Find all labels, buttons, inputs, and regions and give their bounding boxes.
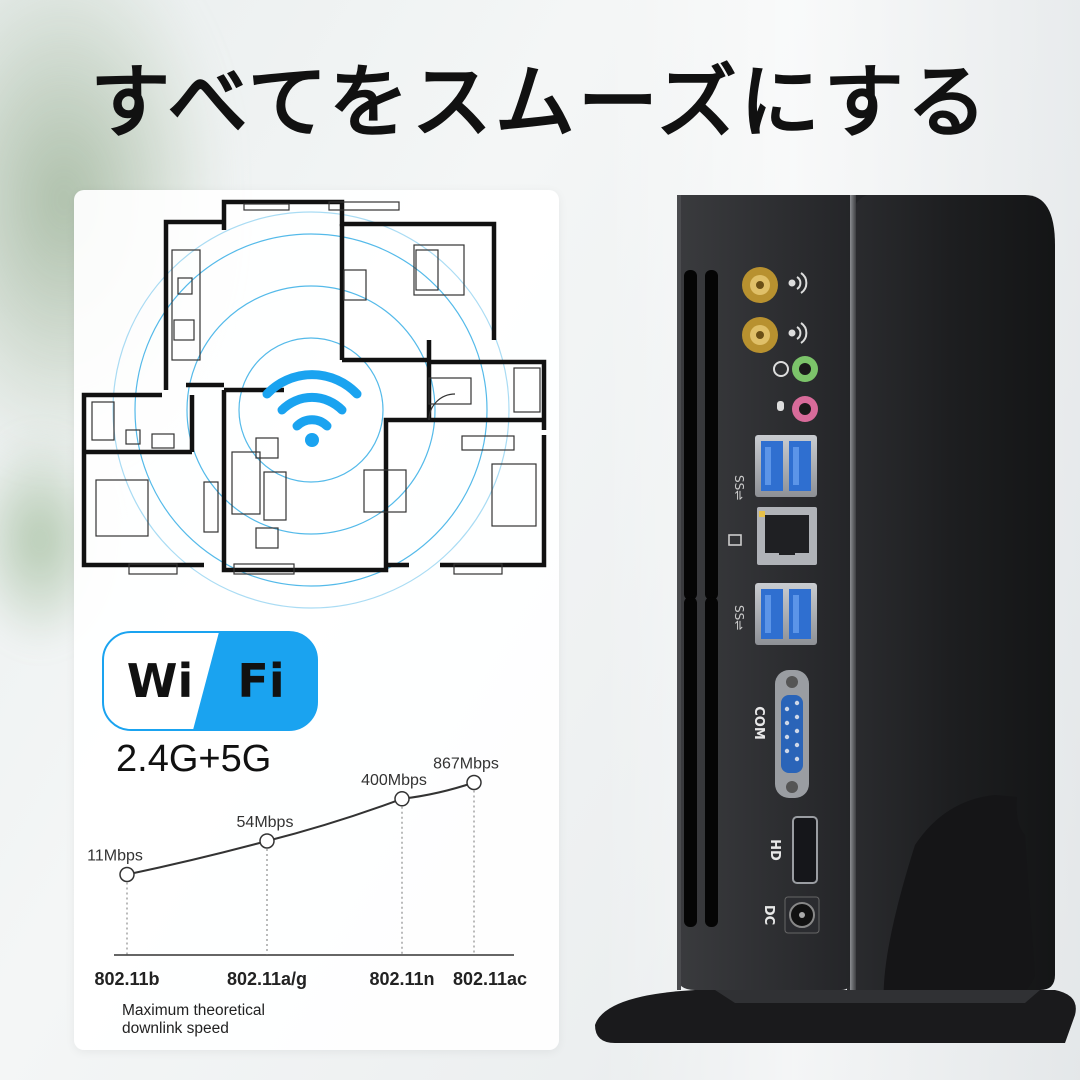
svg-text:SS⇌: SS⇌ — [732, 475, 746, 500]
data-point — [394, 791, 410, 807]
category-label: 802.11a/g — [227, 969, 307, 989]
value-label: 867Mbps — [433, 756, 499, 773]
antenna-icon — [742, 267, 778, 353]
category-label: 802.11b — [94, 969, 159, 989]
value-label: 400Mbps — [361, 772, 427, 789]
wifi-coverage-rings — [112, 211, 510, 609]
value-label: 54Mbps — [237, 814, 294, 831]
floor-plan-illustration — [81, 199, 547, 609]
wifi-speed-chart: 11Mbps 802.11b 54Mbps 802.11a/g 400Mbps 802.1… — [87, 756, 527, 989]
data-point — [119, 866, 135, 883]
wifi-logo-badge: Wi Fi — [101, 630, 319, 732]
chart-caption-line-2: downlink speed — [122, 1020, 229, 1037]
wifi-logo-right-text: Fi — [237, 654, 285, 708]
chart-caption-line-1: Maximum theoretical — [122, 1002, 265, 1019]
value-label: 11Mbps — [87, 847, 143, 864]
feature-card: Wi Fi 2.4G+5G 11Mbps 802.11b 54Mbps 802.11a… — [74, 190, 559, 1050]
chart-caption: Maximum theoretical downlink speed — [122, 1002, 265, 1038]
speed-curve — [126, 781, 475, 876]
data-point — [259, 833, 275, 849]
category-label: 802.11ac — [453, 969, 527, 989]
mini-pc-device: SS⇌ SS⇌ COM HD DC — [595, 195, 1076, 1043]
usb-icon: SS⇌ — [732, 475, 746, 500]
dc-port-label: DC — [761, 905, 776, 925]
microphone-icon — [777, 401, 784, 411]
ethernet-icon — [728, 534, 742, 546]
wifi-icon — [262, 370, 362, 431]
wifi-logo-left-text: Wi — [126, 654, 194, 708]
headline: すべてをスムーズにする — [90, 56, 990, 149]
wifi-band-label: 2.4G+5G — [116, 738, 272, 780]
hd-port-label: HD — [767, 839, 782, 861]
svg-text:SS⇌: SS⇌ — [732, 605, 746, 630]
headphone-icon — [773, 361, 789, 377]
com-port-label: COM — [751, 706, 766, 740]
data-point — [466, 774, 482, 791]
category-label: 802.11n — [369, 969, 434, 989]
